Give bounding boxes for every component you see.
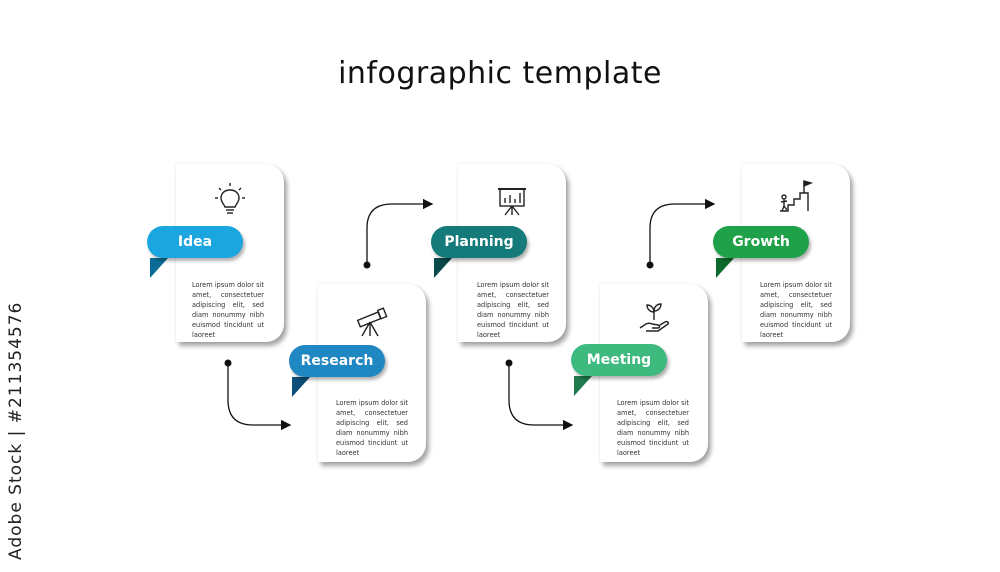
- label-fold-research: [292, 377, 310, 397]
- step-text-idea: Lorem ipsum dolor sit amet, consectetuer…: [192, 281, 264, 339]
- label-fold-planning: [434, 258, 452, 278]
- lightbulb-icon: [210, 180, 250, 220]
- connector-planning-meeting: [505, 359, 574, 431]
- stock-watermark: Adobe Stock | #211354576: [6, 301, 26, 560]
- step-label-planning: Planning: [431, 226, 527, 258]
- connector-meeting-growth: [646, 198, 716, 269]
- step-label-meeting: Meeting: [571, 344, 667, 376]
- presentation-board-icon: [492, 180, 532, 220]
- step-text-growth: Lorem ipsum dolor sit amet, consectetuer…: [760, 281, 832, 339]
- step-text-research: Lorem ipsum dolor sit amet, consectetuer…: [336, 399, 408, 457]
- stairs-flag-icon: [776, 178, 816, 218]
- label-fold-meeting: [574, 376, 592, 396]
- label-fold-idea: [150, 258, 168, 278]
- connector-idea-research: [224, 359, 292, 431]
- hand-plant-icon: [634, 298, 674, 338]
- page-title: infographic template: [338, 56, 662, 91]
- step-label-growth: Growth: [713, 226, 809, 258]
- step-text-meeting: Lorem ipsum dolor sit amet, consectetuer…: [617, 399, 689, 457]
- telescope-icon: [352, 300, 392, 340]
- step-text-planning: Lorem ipsum dolor sit amet, consectetuer…: [477, 281, 549, 339]
- step-label-idea: Idea: [147, 226, 243, 258]
- step-label-research: Research: [289, 345, 385, 377]
- label-fold-growth: [716, 258, 734, 278]
- connector-research-planning: [363, 198, 434, 269]
